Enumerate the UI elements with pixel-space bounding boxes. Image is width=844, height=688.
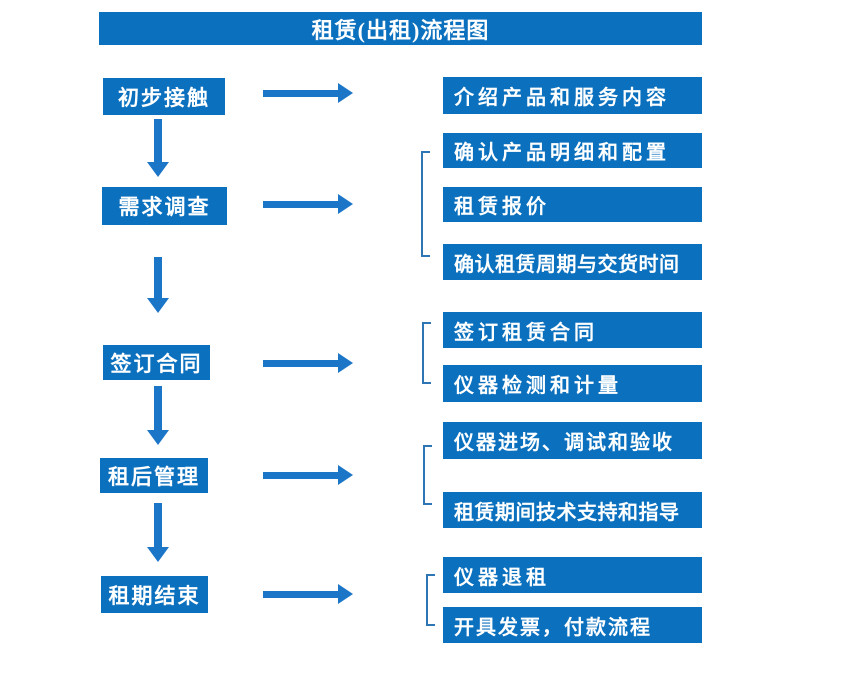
- arrow-head: [338, 353, 353, 373]
- output-label: 确认租赁周期与交货时间: [454, 253, 680, 276]
- flow-arrow-down-4: [147, 503, 169, 562]
- stage-box-sign-contract: 签订合同: [103, 345, 210, 380]
- group-bracket-1: [421, 151, 430, 257]
- output-box-confirm-rental-period: 确认租赁周期与交货时间: [443, 244, 702, 280]
- arrow-shaft: [154, 503, 162, 547]
- output-box-technical-support: 租赁期间技术支持和指导: [443, 492, 702, 528]
- output-label: 仪器退租: [454, 566, 550, 589]
- flow-arrow-down-3: [147, 386, 169, 445]
- output-box-instrument-setup-acceptance: 仪器进场、调试和验收: [443, 422, 702, 459]
- stage-label: 租期结束: [108, 583, 201, 608]
- arrow-head: [338, 584, 353, 604]
- page-title: 租赁(出租)流程图: [311, 17, 490, 43]
- output-label: 签订租赁合同: [454, 321, 598, 344]
- stage-box-post-rental-management: 租后管理: [100, 458, 208, 493]
- arrow-head: [147, 162, 169, 177]
- output-box-confirm-product-details: 确认产品明细和配置: [443, 133, 702, 168]
- arrow-shaft: [263, 590, 338, 598]
- stage-label: 租后管理: [108, 464, 200, 489]
- stage-label: 签订合同: [110, 351, 203, 376]
- output-label: 介绍产品和服务内容: [454, 87, 670, 109]
- output-label: 确认产品明细和配置: [454, 142, 670, 164]
- output-label: 仪器检测和计量: [454, 375, 622, 397]
- flow-arrow-down-1: [147, 119, 169, 177]
- output-label: 开具发票，付款流程: [454, 616, 652, 639]
- output-box-instrument-testing: 仪器检测和计量: [443, 365, 702, 402]
- stage-label: 初步接触: [118, 85, 210, 110]
- output-box-invoice-payment: 开具发票，付款流程: [443, 607, 702, 643]
- flow-arrow-right-4: [263, 465, 353, 485]
- flow-arrow-right-2: [263, 194, 353, 214]
- arrow-head: [147, 298, 169, 313]
- stage-box-initial-contact: 初步接触: [103, 78, 225, 115]
- arrow-head: [338, 194, 353, 214]
- group-bracket-3: [423, 445, 432, 505]
- stage-box-rental-end: 租期结束: [101, 576, 208, 613]
- arrow-shaft: [263, 200, 338, 208]
- stage-label: 需求调查: [118, 195, 211, 219]
- flow-arrow-right-5: [263, 584, 353, 604]
- arrow-shaft: [263, 359, 338, 367]
- arrow-shaft: [263, 471, 338, 479]
- flow-arrow-down-2: [147, 257, 169, 313]
- output-label: 仪器进场、调试和验收: [454, 432, 674, 454]
- arrow-shaft: [154, 257, 162, 298]
- arrow-shaft: [154, 119, 162, 162]
- output-box-sign-rental-contract: 签订租赁合同: [443, 312, 702, 348]
- arrow-head: [147, 430, 169, 445]
- title-bar: 租赁(出租)流程图: [99, 12, 702, 45]
- flow-arrow-right-3: [263, 353, 353, 373]
- output-box-rental-quotation: 租赁报价: [443, 187, 702, 222]
- output-box-introduce-products: 介绍产品和服务内容: [443, 77, 702, 114]
- stage-box-demand-survey: 需求调查: [102, 187, 227, 225]
- arrow-shaft: [154, 386, 162, 430]
- output-label: 租赁报价: [454, 196, 550, 218]
- output-box-instrument-return: 仪器退租: [443, 557, 702, 593]
- flow-arrow-right-1: [263, 83, 353, 103]
- arrow-shaft: [263, 89, 338, 97]
- output-label: 租赁期间技术支持和指导: [454, 501, 680, 524]
- arrow-head: [338, 83, 353, 103]
- group-bracket-2: [422, 322, 431, 384]
- arrow-head: [147, 547, 169, 562]
- arrow-head: [338, 465, 353, 485]
- group-bracket-4: [426, 574, 435, 626]
